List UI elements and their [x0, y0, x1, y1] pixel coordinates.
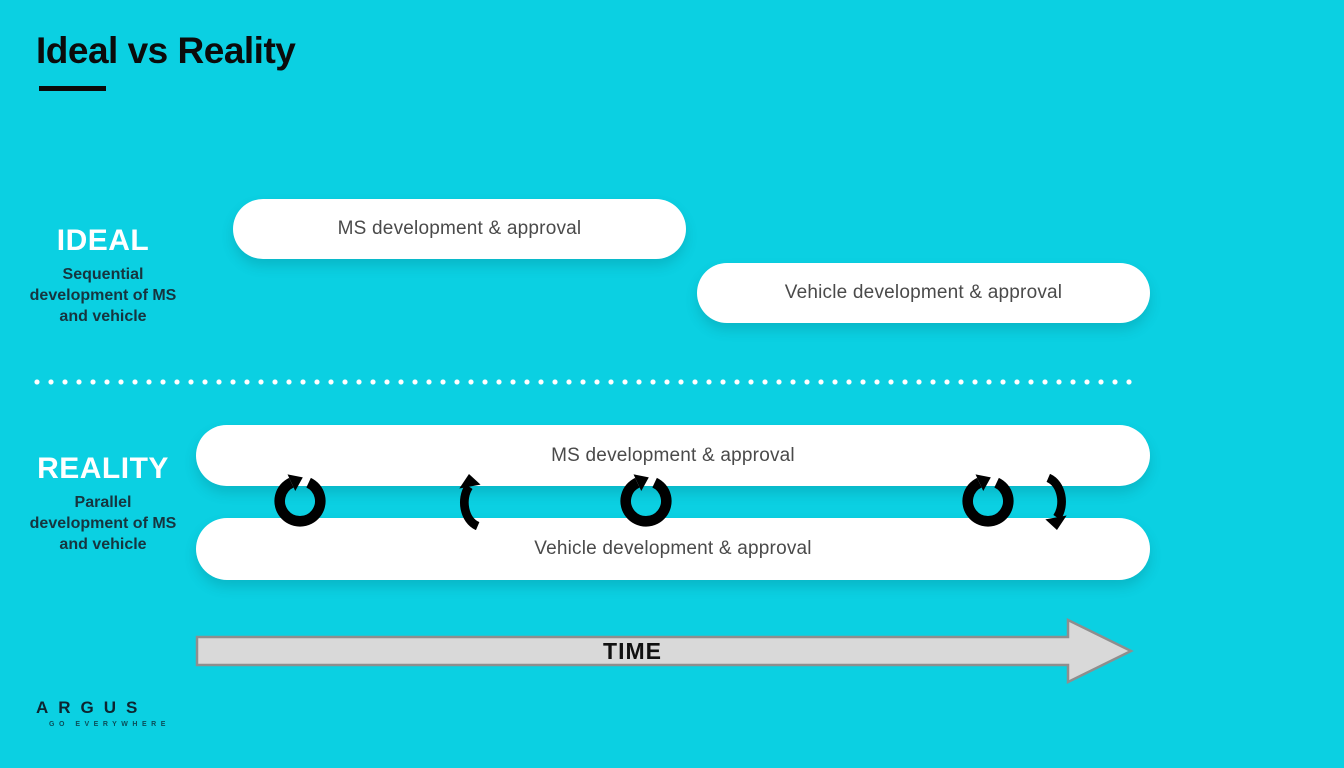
ideal-subtitle-line: development of MS [29, 287, 177, 305]
logo-tagline: GO EVERYWHERE [49, 721, 170, 728]
ideal-subtitle-line: Sequential [62, 266, 144, 283]
cycle-arrow-partial-icon [459, 474, 481, 530]
ideal-bar-vehicle: Vehicle development & approval [697, 263, 1150, 323]
argus-logo: ARGUS GO EVERYWHERE [36, 698, 170, 728]
reality-subtitle-line: development of MS [29, 515, 177, 533]
reality-bar-vehicle-label: Vehicle development & approval [534, 538, 812, 559]
cycle-arrow-icon [274, 474, 326, 527]
reality-bar-ms-label: MS development & approval [551, 444, 795, 466]
reality-subtitle: Parallel development of MS and vehicle [8, 492, 198, 555]
cycle-arrow-partial-icon [1045, 474, 1067, 530]
ideal-bar-ms: MS development & approval [233, 199, 686, 259]
logo-wordmark: ARGUS [36, 698, 148, 717]
ideal-subtitle: Sequential development of MS and vehicle [8, 264, 198, 327]
ideal-bar-vehicle-label: Vehicle development & approval [784, 282, 1063, 303]
reality-subtitle-line: and vehicle [59, 536, 147, 554]
dotted-divider [30, 378, 1136, 386]
reality-bar-vehicle: Vehicle development & approval [196, 518, 1150, 580]
title-underline [39, 86, 106, 91]
page-title: Ideal vs Reality [36, 30, 296, 71]
reality-subtitle-line: Parallel [74, 494, 132, 511]
time-label: TIME [603, 637, 662, 664]
reality-label: REALITY [37, 452, 169, 485]
time-arrow [195, 617, 1134, 685]
ideal-label: IDEAL [56, 224, 150, 257]
cycle-arrow-icon [620, 474, 672, 527]
cycle-arrow-icon [962, 474, 1014, 527]
ideal-section-label: IDEAL Sequential development of MS and v… [8, 224, 198, 327]
ideal-bar-ms-label: MS development & approval [337, 218, 582, 239]
reality-bar-ms: MS development & approval [196, 425, 1150, 486]
ideal-subtitle-line: and vehicle [59, 308, 147, 326]
reality-section-label: REALITY Parallel development of MS and v… [8, 452, 198, 555]
